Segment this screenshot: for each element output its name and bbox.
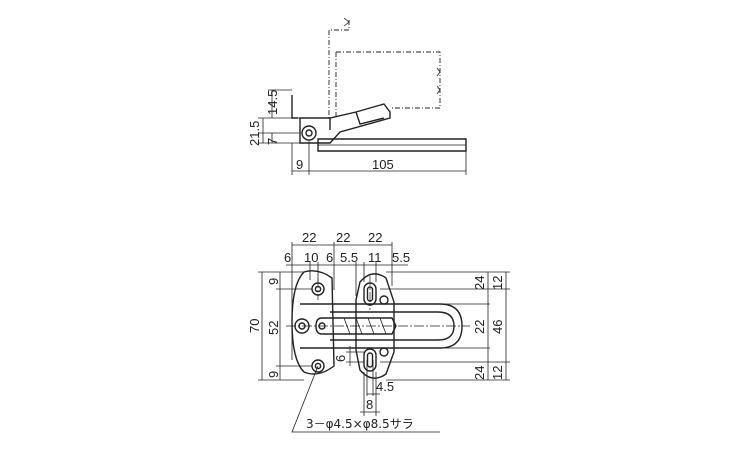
dim-top-6b: 6 bbox=[326, 250, 333, 265]
left-base-plate bbox=[291, 270, 335, 375]
dim-bottom-4-5: 4.5 bbox=[376, 379, 394, 394]
dim-top-6a: 6 bbox=[284, 250, 291, 265]
dim-top-22c: 22 bbox=[368, 230, 382, 245]
guard-arm-slot bbox=[315, 317, 397, 335]
dim-top-5-5b: 5.5 bbox=[392, 250, 410, 265]
dim-right-12a: 12 bbox=[490, 276, 505, 290]
dim-bottom-6: 6 bbox=[333, 355, 348, 362]
front-view: 22 22 22 6 10 6 5.5 11 5.5 70 52 9 9 bbox=[247, 230, 510, 433]
dim-right-12b: 12 bbox=[490, 366, 505, 380]
right-receiver-plate bbox=[355, 273, 395, 379]
front-left-dimension-lines bbox=[258, 271, 312, 381]
hole-note: 3－φ4.5×φ8.5サラ bbox=[306, 417, 414, 431]
front-top-dimension-lines bbox=[286, 242, 408, 296]
pivot-outer bbox=[301, 125, 317, 141]
dim-7: 7 bbox=[265, 138, 280, 145]
right-bottom-slot bbox=[363, 348, 377, 372]
dim-bottom-8: 8 bbox=[366, 397, 373, 412]
dim-9-side: 9 bbox=[296, 157, 303, 172]
dim-105: 105 bbox=[372, 157, 394, 172]
hinge-bracket bbox=[329, 111, 385, 130]
side-left-dimension-lines bbox=[258, 89, 300, 144]
dim-top-10: 10 bbox=[304, 250, 318, 265]
dim-left-9a: 9 bbox=[266, 278, 281, 285]
dim-21-5: 21.5 bbox=[247, 121, 262, 146]
dim-right-24a: 24 bbox=[472, 276, 487, 290]
dim-top-22a: 22 bbox=[302, 230, 316, 245]
break-mark-top bbox=[343, 17, 350, 27]
dim-right-24b: 24 bbox=[472, 366, 487, 380]
dim-top-11: 11 bbox=[368, 250, 382, 265]
right-upper-rivet bbox=[379, 295, 389, 305]
front-right-dimension-lines bbox=[380, 271, 510, 381]
hole-note-leader bbox=[291, 365, 440, 433]
dim-left-70: 70 bbox=[247, 319, 262, 333]
dim-left-9b: 9 bbox=[266, 371, 281, 378]
dim-left-52: 52 bbox=[266, 321, 281, 335]
front-bottom-dimension-lines bbox=[346, 346, 380, 416]
dim-right-46: 46 bbox=[490, 320, 505, 334]
dim-top-5-5a: 5.5 bbox=[340, 250, 358, 265]
lock-tab bbox=[291, 95, 298, 119]
right-lower-rivet bbox=[379, 347, 389, 357]
break-mark-right bbox=[436, 67, 441, 95]
dim-top-22b: 22 bbox=[336, 230, 350, 245]
side-view: 14.5 21.5 7 9 105 bbox=[247, 17, 467, 175]
door-outline bbox=[328, 20, 441, 118]
dim-14-5: 14.5 bbox=[265, 90, 280, 115]
side-bottom-dimension-lines bbox=[291, 141, 467, 175]
hinge-body bbox=[299, 103, 391, 144]
dim-right-22: 22 bbox=[472, 320, 487, 334]
pivot-inner bbox=[305, 129, 313, 137]
